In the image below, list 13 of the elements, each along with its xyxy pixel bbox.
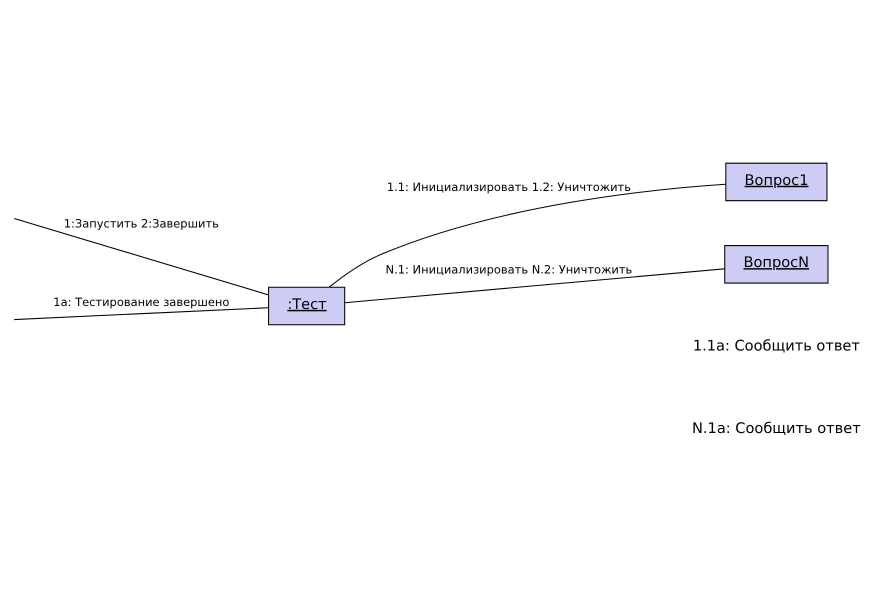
label: N.1а: Сообщить ответ [692,419,861,436]
edge-label: 1а: Тестирование завершено [53,294,230,308]
connector [329,183,726,287]
edge-label: 1.1: Инициализировать 1.2: Уничтожить [386,180,631,194]
label: 1.1а: Сообщить ответ [692,337,860,354]
edge-label: N.1: Инициализировать N.2: Уничтожить [386,262,632,276]
edge-label: 1:Запустить 2:Завершить [64,216,219,230]
node-box: ВопросN [724,244,828,284]
connector [14,217,268,295]
connector [14,306,268,320]
node-box: Вопрос1 [725,162,828,201]
connector [344,268,725,303]
node-box: :Тест [268,286,346,325]
